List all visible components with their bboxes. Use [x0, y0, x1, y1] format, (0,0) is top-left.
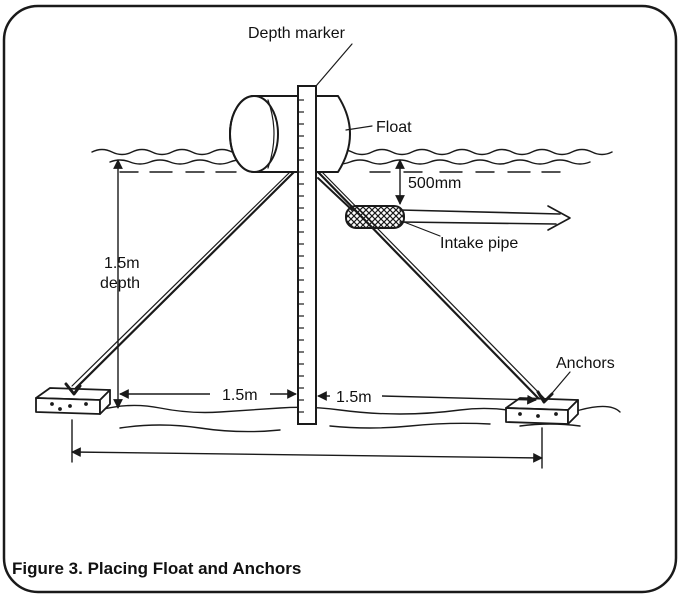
left-anchor-cable [74, 168, 298, 390]
right-anchor-block [505, 390, 579, 425]
right-span-line-b [381, 394, 537, 405]
label-intake-pipe: Intake pipe [440, 235, 518, 252]
label-left-span: 1.5m [222, 387, 258, 404]
label-right-span: 1.5m [336, 389, 372, 406]
label-depth-marker: Depth marker [248, 25, 346, 42]
intake-pipe [317, 177, 571, 231]
label-anchors: Anchors [556, 355, 615, 372]
figure-caption: Figure 3. Placing Float and Anchors [12, 559, 301, 578]
label-depth-value: 1.5m [104, 255, 140, 272]
depth-marker-pole [297, 85, 317, 425]
left-anchor-block [35, 382, 111, 415]
left-anchor-cable-inner [71, 169, 293, 387]
water-surface [91, 148, 613, 173]
float-drum [229, 95, 351, 173]
intake-screen [345, 205, 405, 229]
full-span-line [71, 447, 543, 463]
frame-border [2, 4, 678, 594]
label-500mm: 500mm [408, 175, 461, 192]
label-float: Float [376, 119, 412, 136]
label-depth-word: depth [100, 275, 140, 292]
